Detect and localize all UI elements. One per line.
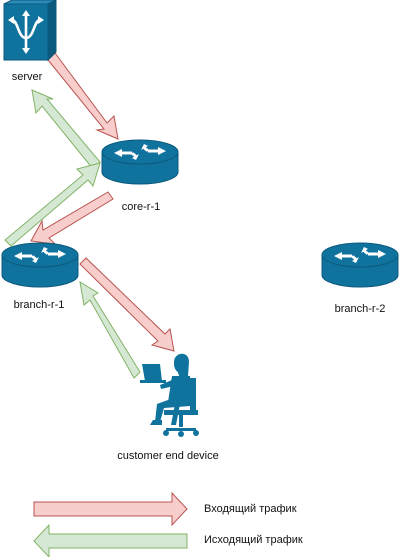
outgoing-arrow-customer-to-branch1 [79, 280, 141, 379]
server-label: server [11, 71, 43, 83]
branch-r-2-label: branch-r-2 [334, 303, 386, 315]
legend-incoming-arrow [33, 491, 188, 527]
legend-incoming-label: Входящий трафик [204, 503, 297, 515]
incoming-arrow-server-to-core [47, 52, 119, 140]
router-icon-core-r-1 [101, 139, 179, 185]
incoming-arrow-core-to-branch1 [30, 191, 114, 245]
router-icon-branch-r-2 [321, 242, 399, 288]
branch-r-1-label: branch-r-1 [13, 299, 65, 311]
outgoing-arrow-branch1-to-core [4, 162, 101, 247]
router-icon-branch-r-1 [1, 242, 79, 288]
incoming-arrow-branch1-to-customer [79, 257, 175, 352]
core-r-1-label: core-r-1 [121, 201, 161, 213]
legend-outgoing-arrow [33, 523, 188, 557]
legend-outgoing-label: Исходящий трафик [204, 534, 303, 546]
server-switch-icon [3, 0, 57, 62]
user-at-laptop-icon [140, 353, 199, 437]
customer-end-device-label: customer end device [117, 450, 219, 462]
outgoing-arrow-core-to-server [31, 89, 101, 170]
